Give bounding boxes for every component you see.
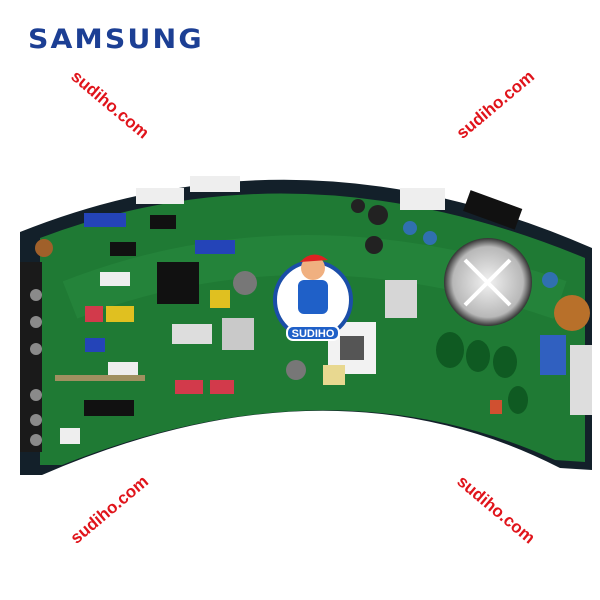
microcontroller-chip xyxy=(157,262,199,304)
samsung-logo: SAMSUNG xyxy=(28,24,204,55)
heatsink xyxy=(222,318,254,350)
sudiho-logo-text: SUDIHO xyxy=(292,328,335,340)
terminal-block xyxy=(20,262,42,452)
sudiho-mascot-logo: SUDIHO xyxy=(273,254,353,341)
inductor-coil xyxy=(554,295,590,331)
connector xyxy=(136,188,184,204)
